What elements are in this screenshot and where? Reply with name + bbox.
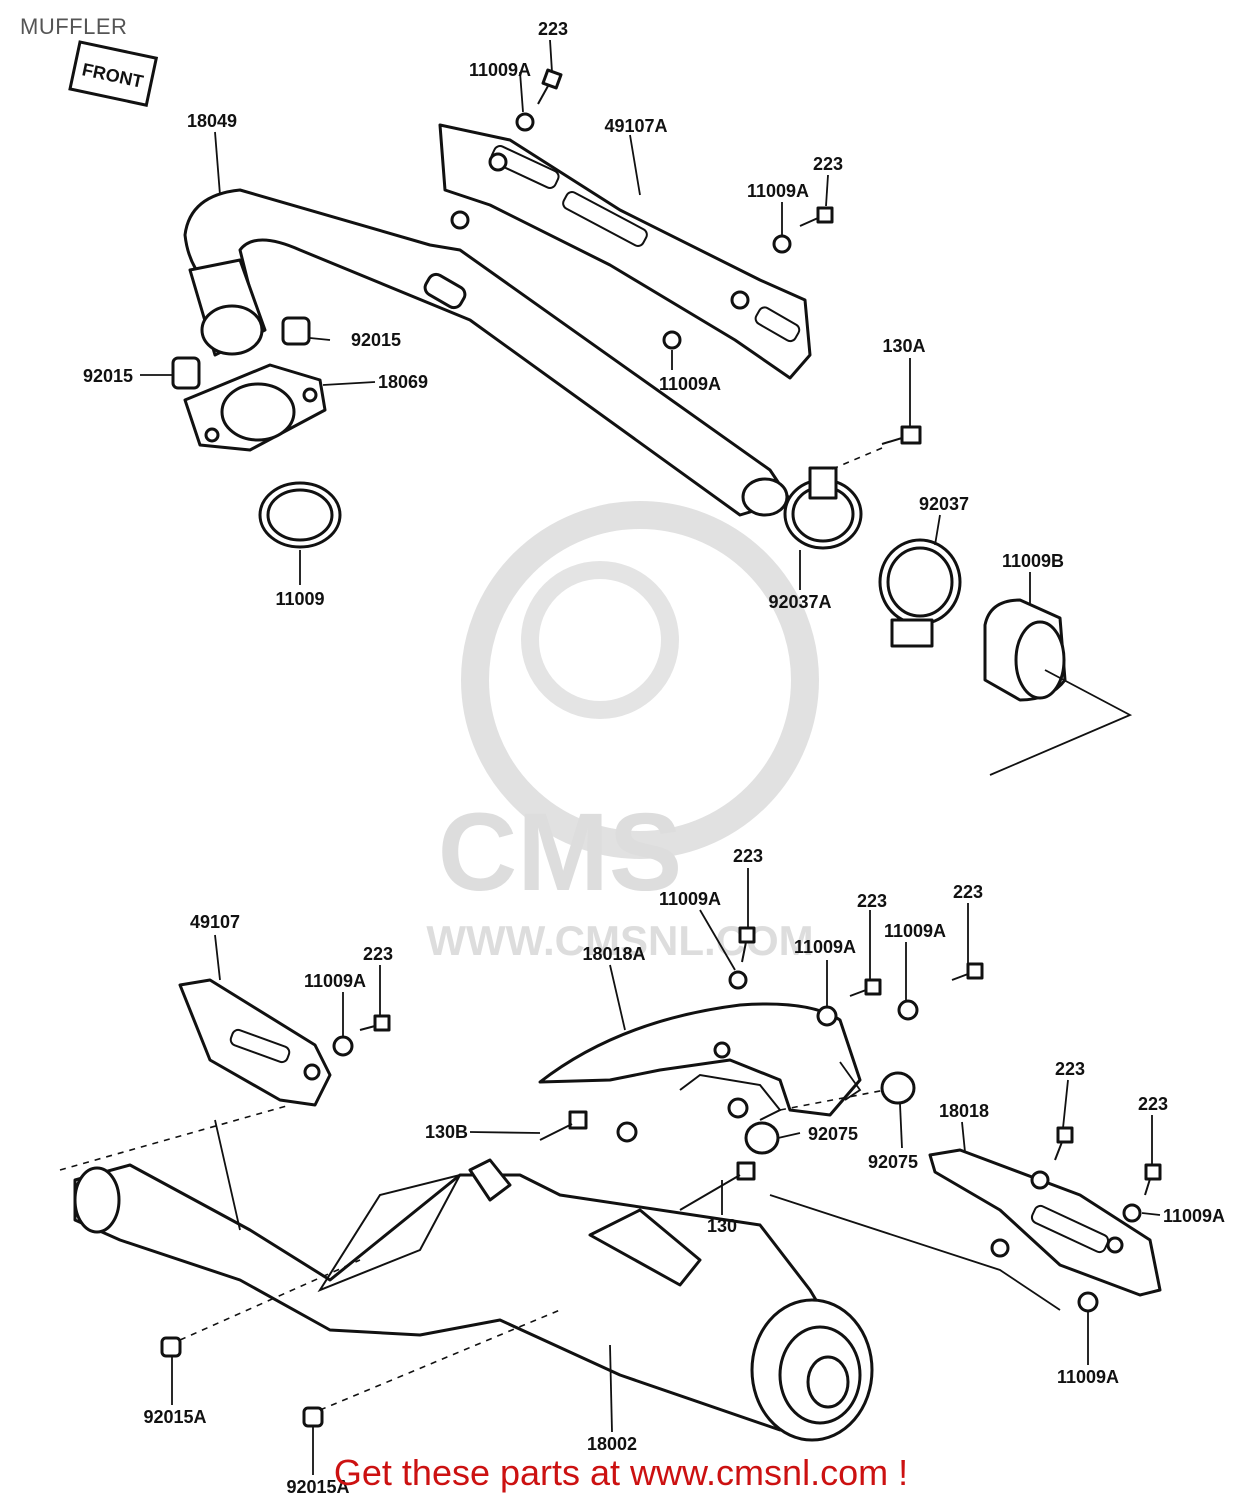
cover-18018 xyxy=(928,1148,1162,1297)
washer-11009A xyxy=(450,112,792,350)
gasket-11009 xyxy=(258,481,342,549)
bolt-223 xyxy=(359,926,1162,1196)
exhaust-pipe-18049 xyxy=(183,188,792,517)
label-11009A: 11009A xyxy=(1057,1367,1119,1387)
heat-guard-49107 xyxy=(178,978,332,1107)
label-11009A: 11009A xyxy=(469,60,531,80)
sleeve-11009B xyxy=(983,598,1067,702)
label-18049: 18049 xyxy=(187,111,237,131)
watermark: CMS WWW.CMSNL.COM xyxy=(426,501,819,964)
heat-guard-49107A xyxy=(438,123,812,380)
bolt-130B xyxy=(539,1110,588,1141)
muffler-18002 xyxy=(73,1158,874,1442)
label-18069: 18069 xyxy=(378,372,428,392)
label-18018: 18018 xyxy=(939,1101,989,1121)
label-223: 223 xyxy=(953,882,983,902)
label-18002: 18002 xyxy=(587,1434,637,1454)
label-223: 223 xyxy=(813,154,843,174)
label-11009A: 11009A xyxy=(794,937,856,957)
label-223: 223 xyxy=(363,944,393,964)
label-223: 223 xyxy=(1055,1059,1085,1079)
bolt-223 xyxy=(537,68,834,227)
exhaust-flange-18069 xyxy=(183,363,327,452)
label-11009A: 11009A xyxy=(1163,1206,1225,1226)
label-130A: 130A xyxy=(882,336,925,356)
cover-18018A xyxy=(538,1002,862,1121)
label-92015A: 92015A xyxy=(286,1477,349,1497)
label-223: 223 xyxy=(733,846,763,866)
nut-92015 xyxy=(171,316,311,390)
label-11009A: 11009A xyxy=(659,889,721,909)
clamp-92037A xyxy=(783,466,863,550)
front-direction-tag: FRONT xyxy=(68,40,159,107)
label-49107A: 49107A xyxy=(604,116,667,136)
label-11009B: 11009B xyxy=(1002,551,1064,571)
label-223: 223 xyxy=(857,891,887,911)
label-92015A: 92015A xyxy=(143,1407,206,1427)
label-92075: 92075 xyxy=(868,1152,918,1172)
label-223: 223 xyxy=(1138,1094,1168,1114)
label-92015: 92015 xyxy=(83,366,133,386)
label-130: 130 xyxy=(707,1216,737,1236)
label-223: 223 xyxy=(538,19,568,39)
watermark-logo-text: CMS xyxy=(438,791,682,914)
label-11009A: 11009A xyxy=(304,971,366,991)
label-11009: 11009 xyxy=(275,589,324,609)
label-92037A: 92037A xyxy=(768,592,831,612)
clamp-92037 xyxy=(878,538,962,648)
label-130B: 130B xyxy=(425,1122,468,1142)
bolt-130 xyxy=(679,1161,756,1211)
label-11009A: 11009A xyxy=(884,921,946,941)
label-92075: 92075 xyxy=(808,1124,858,1144)
label-92037: 92037 xyxy=(919,494,969,514)
label-18018A: 18018A xyxy=(582,944,645,964)
label-11009A: 11009A xyxy=(747,181,809,201)
leader-lines-bottom xyxy=(59,868,1161,1475)
leader-lines-top xyxy=(140,39,1133,776)
nut-92015A xyxy=(160,1336,324,1428)
part-labels: 223 11009A 49107A 223 11009A 18049 92015… xyxy=(83,19,1225,1497)
washer-11009A xyxy=(332,970,1142,1313)
bolt-130A xyxy=(829,358,922,471)
label-11009A: 11009A xyxy=(659,374,721,394)
page-title: MUFFLER xyxy=(20,14,128,39)
label-92015: 92015 xyxy=(351,330,401,350)
footer-link-text[interactable]: Get these parts at www.cmsnl.com ! xyxy=(333,1452,909,1493)
label-49107: 49107 xyxy=(190,912,240,932)
